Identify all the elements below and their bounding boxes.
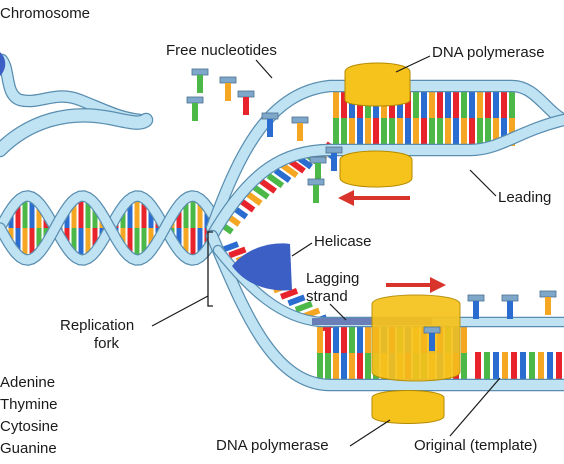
lagging-strand-label-line2: strand <box>306 288 348 305</box>
legend-item-thymine: Thymine <box>0 396 58 413</box>
helicase-leader <box>291 242 313 257</box>
parts-layer <box>0 52 557 424</box>
free-nucleotide-cap <box>423 326 441 334</box>
base-legend: Adenine Thymine Cytosine Guanine <box>0 372 58 460</box>
polymerase-bottom-leader <box>349 419 391 447</box>
legend-item-cytosine: Cytosine <box>0 418 59 435</box>
lagging-strand-label-line1: Lagging <box>306 270 360 287</box>
base-upper-arm <box>281 163 299 179</box>
free-nucleotide-cap <box>191 68 209 76</box>
free-nucleotide-cap <box>325 146 343 154</box>
dna-polymerase-bottom-label: DNA polymerase <box>216 437 329 454</box>
dna-polymerase-top-lower <box>339 150 413 188</box>
base-upper-arm <box>273 168 292 183</box>
base-upper-arm <box>288 158 306 174</box>
free-nucleotide-base <box>267 119 273 137</box>
free-nucleotide-cap <box>219 76 237 84</box>
free-nucleotide-cap <box>501 294 519 302</box>
free-nucleotide-cap <box>539 290 557 298</box>
base-lower-arm <box>280 288 299 300</box>
free-nucleotide-base <box>243 97 249 115</box>
base-upper-arm <box>259 178 277 194</box>
free-nucleotide-base <box>313 185 319 203</box>
template-strand-upper <box>207 81 564 233</box>
free-nucleotide-base <box>197 75 203 93</box>
free-nucleotide-base <box>297 123 303 141</box>
leading-strand-label: Leading <box>498 189 552 206</box>
parent-strand-b <box>0 191 217 265</box>
original-template-leader <box>449 377 501 437</box>
free-nucleotide-cap <box>291 116 309 124</box>
dna-polymerase-bottom-lower <box>371 390 445 424</box>
free-nucleotides-leader <box>255 59 273 79</box>
free-nucleotide-base <box>315 163 321 181</box>
backbone-layer <box>0 53 564 392</box>
chromosome-tip <box>0 52 6 76</box>
original-template-label: Original (template) <box>414 437 538 454</box>
free-nucleotide-base <box>473 301 479 319</box>
dna-polymerase-top-label: DNA polymerase <box>432 44 545 61</box>
parent-strand-a <box>0 191 217 265</box>
free-nucleotide-base <box>507 301 513 319</box>
chromosome-label: Chromosome <box>0 5 91 22</box>
legend-item-guanine: Guanine <box>0 440 57 457</box>
base-lower-arm <box>228 246 247 259</box>
base-upper-arm <box>245 190 263 206</box>
replication-fork-bracket <box>207 231 213 307</box>
free-nucleotide-cap <box>237 90 255 98</box>
base-upper-arm <box>252 184 270 200</box>
free-nucleotide-cap <box>307 178 325 186</box>
legend-item-adenine: Adenine <box>0 374 56 391</box>
lagging-leader <box>329 303 347 321</box>
dna-polymerase-top-upper <box>344 62 411 107</box>
dna-polymerase-bottom-body <box>371 294 461 382</box>
free-nucleotide-base <box>429 333 435 351</box>
lagging-arrowhead <box>430 277 446 293</box>
free-nucleotide-cap <box>186 96 204 104</box>
free-nucleotide-cap <box>467 294 485 302</box>
leading-arrowhead <box>338 190 354 206</box>
base-lower-arm <box>220 241 240 253</box>
replication-fork-leader <box>151 295 209 327</box>
free-nucleotide-base <box>545 297 551 315</box>
base-lower-arm <box>294 300 313 313</box>
base-lower-arm <box>287 294 306 307</box>
base-pairs-layer <box>1 90 562 381</box>
helicase-label: Helicase <box>314 233 372 250</box>
free-nucleotides-label: Free nucleotides <box>166 42 277 59</box>
chromosome-coil-lower <box>0 109 152 156</box>
free-nucleotide-base <box>331 153 337 171</box>
base-upper-arm <box>266 173 285 189</box>
leader-lines <box>151 55 501 447</box>
free-nucleotide-base <box>192 103 198 121</box>
polymerase-top-leader <box>395 55 431 73</box>
replication-fork-label-line1: Replication <box>60 317 135 334</box>
leading-leader <box>469 169 497 197</box>
free-nucleotide-cap <box>261 112 279 120</box>
free-nucleotide-base <box>225 83 231 101</box>
helicase-shape <box>232 243 292 291</box>
free-nucleotide-cap <box>309 156 327 164</box>
replication-fork-label-line2: fork <box>94 335 120 352</box>
